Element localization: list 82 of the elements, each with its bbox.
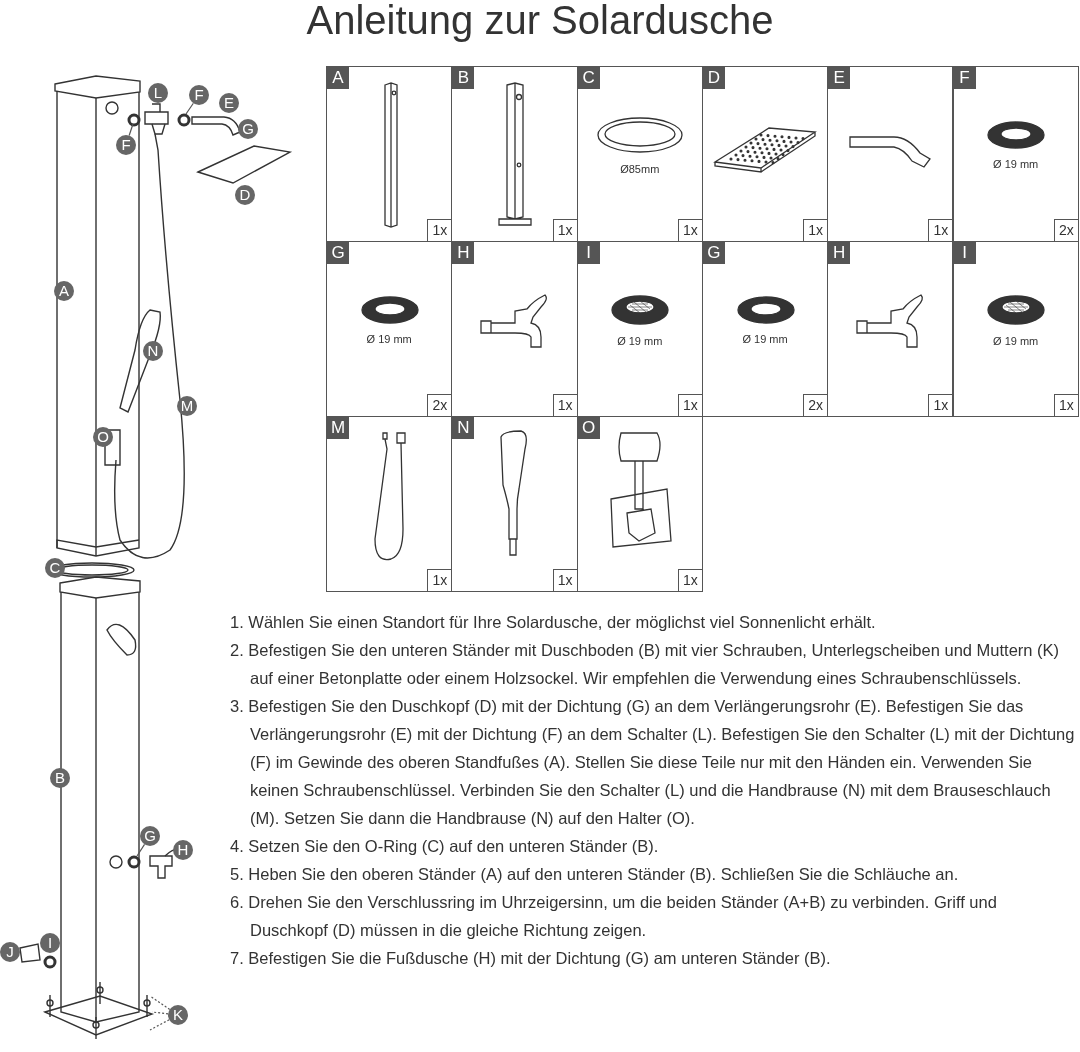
dimension-text: Ø 19 mm (365, 333, 413, 346)
part-letter: E (828, 67, 851, 89)
leader-line (151, 1011, 169, 1015)
callout-letter: J (0, 942, 20, 962)
callout-letter: A (54, 281, 74, 301)
instruction-step: 1. Wählen Sie einen Standort für Ihre Solardusche, der möglichst viel Sonnenlicht erhält. (230, 608, 1075, 636)
quantity-label: 1x (928, 219, 953, 241)
instruction-step: 3. Befestigen Sie den Duschkopf (D) mit der Dichtung (G) an dem Verlängerungsrohr (E). Befestigen Sie das Verlängerungsrohr (E) mit der Dichtung (F) an dem Schalter (L). Befestigen Sie den Schalter (L) mit der Dichtung (F) im Gewinde des oberen Standfußes (A). Stellen Sie diese Teile nur mit den Händen ein. Verwenden Sie keinen Schraubenschlüssel. Verbinden Sie den Schalter (L) und die Handbrause (N) mit dem Brauseschlauch (M). Setzen Sie dann die Handbrause (N) auf den Halter (O). (230, 692, 1075, 832)
callout-letter: H (173, 840, 193, 860)
title: Anleitung zur Solardusche (305, 0, 775, 40)
part-tile (451, 241, 578, 417)
dimension-text: Ø85mm (619, 163, 661, 176)
quantity-label: 1x (427, 569, 452, 591)
part-letter: M (327, 417, 349, 439)
callout-letter: F (189, 85, 209, 105)
part-letter: O (577, 417, 600, 439)
quantity-label: 1x (677, 569, 702, 591)
instruction-step: 2. Befestigen Sie den unteren Ständer mit Duschboden (B) mit vier Schrauben, Unterlegscheiben und Muttern (K) auf einer Betonplatte oder einem Holzsockel. Wir empfehlen die Verwendung eines Schraubenschlüssels. (230, 636, 1075, 692)
instruction-step: 7. Befestigen Sie die Fußdusche (H) mit der Dichtung (G) am unteren Ständer (B). (230, 944, 1075, 972)
instruction-step: 5. Heben Sie den oberen Ständer (A) auf den unteren Ständer (B). Schließen Sie die Schläuche an. (230, 860, 1075, 888)
part-tile (326, 416, 453, 592)
part-letter: D (702, 67, 725, 89)
quantity-label: 1x (677, 394, 702, 416)
quantity-label: 1x (552, 219, 577, 241)
callout-letter: M (177, 396, 197, 416)
part-tile (576, 66, 703, 242)
part-tile (701, 241, 829, 417)
callout-letter: G (238, 119, 258, 139)
part-letter: I (953, 242, 976, 264)
part-tile (576, 416, 703, 592)
part-tile (952, 241, 1079, 417)
part-tile (827, 241, 954, 417)
quantity-label: 2x (803, 394, 828, 416)
callout-letter: D (235, 185, 255, 205)
quantity-label: 1x (1053, 394, 1078, 416)
part-tile (827, 66, 954, 242)
part-tile (576, 241, 703, 417)
part-letter: H (828, 242, 851, 264)
quantity-label: 2x (1053, 219, 1078, 241)
leader-line (185, 102, 194, 115)
part-letter: G (327, 242, 349, 264)
callout-letter: G (140, 826, 160, 846)
quantity-label: 2x (427, 394, 452, 416)
part-tile (952, 66, 1079, 242)
quantity-label: 1x (552, 569, 577, 591)
callout-letter: C (45, 558, 65, 578)
dimension-text: Ø 19 mm (741, 333, 789, 346)
quantity-label: 1x (928, 394, 953, 416)
part-letter: N (452, 417, 475, 439)
callout-letter: E (219, 93, 239, 113)
part-letter: G (702, 242, 725, 264)
callout-letter: N (143, 341, 163, 361)
callout-letter: F (116, 135, 136, 155)
callout-letter: K (168, 1005, 188, 1025)
part-letter: C (577, 67, 600, 89)
callout-letter: I (40, 933, 60, 953)
callout-letter: L (148, 83, 168, 103)
part-letter: F (953, 67, 976, 89)
leader-line (136, 843, 146, 857)
part-letter: H (452, 242, 475, 264)
quantity-label: 1x (427, 219, 452, 241)
part-letter: I (577, 242, 600, 264)
part-letter: A (327, 67, 349, 89)
part-tile (326, 66, 453, 242)
callout-letter: O (93, 427, 113, 447)
part-tile (451, 416, 578, 592)
part-tile (701, 66, 829, 242)
leader-line (128, 123, 134, 137)
leader-line (149, 1019, 170, 1031)
part-tile (451, 66, 578, 242)
dimension-text: Ø 19 mm (992, 158, 1040, 171)
dimension-text: Ø 19 mm (992, 335, 1040, 348)
instruction-step: 4. Setzen Sie den O-Ring (C) auf den unteren Ständer (B). (230, 832, 1075, 860)
quantity-label: 1x (803, 219, 828, 241)
leader-line (149, 995, 171, 1010)
part-tile (326, 241, 453, 417)
instruction-step: 6. Drehen Sie den Verschlussring im Uhrzeigersinn, um die beiden Ständer (A+B) zu verbinden. Griff und Duschkopf (D) müssen in die gleiche Richtung zeigen. (230, 888, 1075, 944)
quantity-label: 1x (552, 394, 577, 416)
callout-letter: B (50, 768, 70, 788)
part-letter: B (452, 67, 475, 89)
quantity-label: 1x (677, 219, 702, 241)
dimension-text: Ø 19 mm (616, 335, 664, 348)
